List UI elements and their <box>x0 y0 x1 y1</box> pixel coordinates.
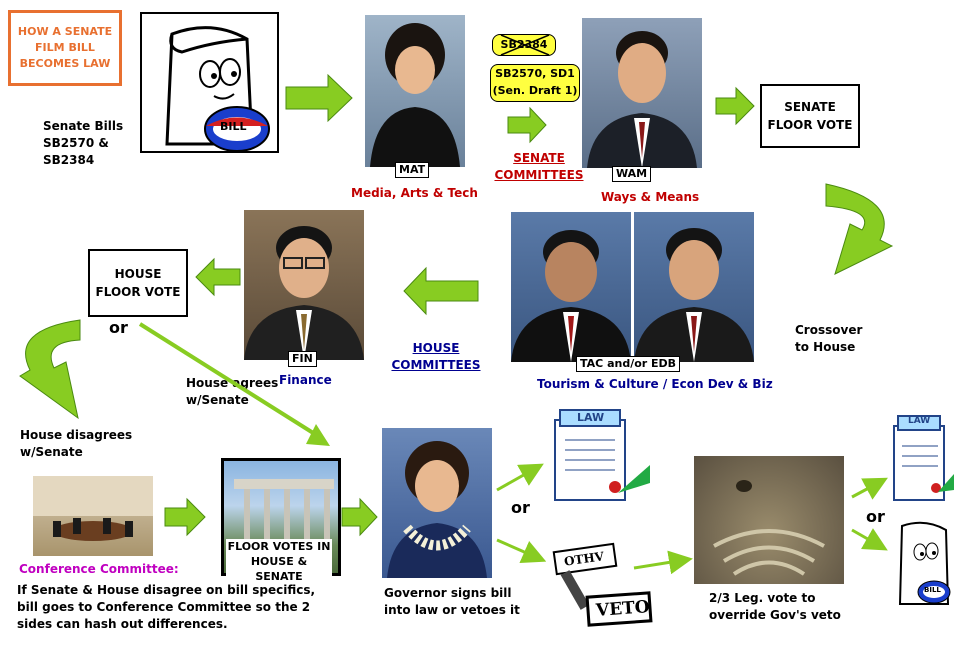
crossed-bill-label: SB2384 <box>492 34 556 56</box>
tac-edb-tag: TAC and/or EDB <box>576 356 681 372</box>
arrow-governor-to-veto <box>496 538 547 563</box>
mat-chair-photo <box>365 15 465 167</box>
bill-cartoon-image: BILL <box>140 12 279 153</box>
law-cartoon-image: LAW <box>540 405 655 505</box>
arrow-crossover <box>825 183 894 275</box>
house-agrees-label: House agrees w/Senate <box>186 376 279 407</box>
law-cartoon-image-final: LAW <box>886 412 956 504</box>
governor-photo <box>382 428 492 578</box>
conference-title: Conference Committee: <box>19 562 179 576</box>
edb-chair-photo <box>634 212 754 362</box>
conference-room-photo <box>33 476 153 556</box>
law-sign-label: LAW <box>577 411 605 424</box>
fin-tag: FIN <box>288 351 317 367</box>
arrow-bill-to-mat <box>285 73 353 123</box>
arrow-chamber-to-law <box>851 477 888 500</box>
current-bill-label: SB2570, SD1 (Sen. Draft 1) <box>490 64 580 102</box>
arrow-wam-to-senate-floor <box>715 86 755 126</box>
house-floor-vote-box: HOUSE FLOOR VOTE <box>88 249 188 317</box>
mat-caption: Media, Arts & Tech <box>351 186 478 200</box>
wam-tag: WAM <box>612 166 652 182</box>
bill-badge-label: BILL <box>220 120 247 133</box>
arrow-conference-to-floor-votes <box>164 497 206 537</box>
conference-description: If Senate & House disagree on bill speci… <box>17 583 316 631</box>
senate-floor-vote-box: SENATE FLOOR VOTE <box>760 84 860 148</box>
house-committees-label: HOUSE COMMITTEES <box>391 341 481 372</box>
arrow-mat-to-wam <box>507 106 547 144</box>
override-caption: 2/3 Leg. vote to override Gov's veto <box>709 591 841 622</box>
tac-edb-caption: Tourism & Culture / Econ Dev & Biz <box>537 377 773 391</box>
arrow-tac-to-fin <box>403 266 479 316</box>
law-sign-label-final: LAW <box>908 416 931 426</box>
bill-cartoon-image-final: BILL <box>890 514 956 608</box>
wam-chair-photo <box>582 18 702 168</box>
or-label-governor: or <box>511 498 530 517</box>
crossover-label: Crossover to House <box>795 323 863 354</box>
arrow-fin-to-house-floor <box>195 257 241 297</box>
governor-caption: Governor signs bill into law or vetoes i… <box>384 586 520 617</box>
wam-caption: Ways & Means <box>601 190 700 204</box>
tac-chair-photo <box>511 212 631 362</box>
arrow-floor-votes-to-governor <box>341 497 378 537</box>
house-disagrees-label: House disagrees w/Senate <box>20 428 133 459</box>
floor-votes-label: FLOOR VOTES IN HOUSE & SENATE <box>226 539 332 584</box>
arrow-house-disagrees <box>19 319 81 420</box>
mat-tag: MAT <box>395 162 430 178</box>
or-label-override: or <box>866 507 885 526</box>
bill-badge-label-final: BILL <box>924 586 941 594</box>
veto-stamp-image: OTHV VETO <box>550 540 660 630</box>
senate-committees-label: SENATE COMMITTEES <box>494 151 584 182</box>
fin-chair-photo <box>244 210 364 360</box>
floor-votes-box: FLOOR VOTES IN HOUSE & SENATE <box>221 458 341 584</box>
title-box: HOW A SENATE FILM BILL BECOMES LAW <box>8 10 122 86</box>
or-label-house: or <box>109 318 128 337</box>
arrow-chamber-to-bill <box>851 528 888 551</box>
arrow-governor-to-law <box>496 463 544 492</box>
intro-senate-bills: Senate Bills SB2570 & SB2384 <box>43 119 124 167</box>
veto-label: VETO <box>595 597 651 621</box>
legislature-chamber-photo <box>694 456 844 584</box>
fin-caption: Finance <box>279 373 332 387</box>
